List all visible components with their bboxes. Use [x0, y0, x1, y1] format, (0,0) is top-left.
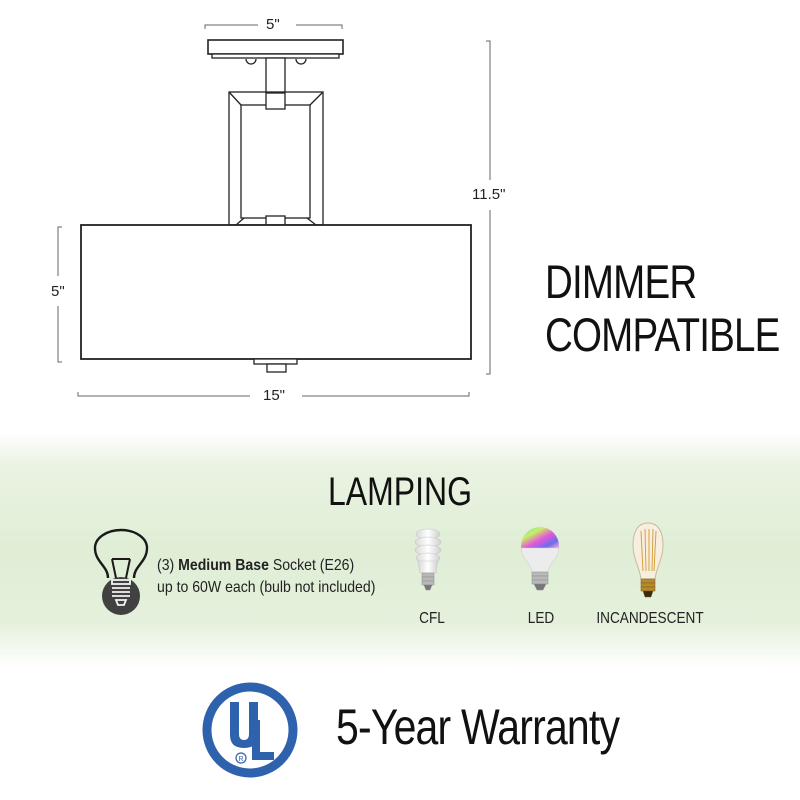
ul-certification-logo-icon: R	[202, 682, 298, 778]
dimension-lines	[57, 24, 491, 397]
wattage-note: up to 60W each (bulb not included)	[157, 579, 376, 596]
socket-count: (3)	[157, 557, 175, 574]
warranty-label: 5-Year Warranty	[336, 699, 620, 755]
fixture-drawing	[80, 39, 472, 373]
lamping-section-background	[0, 432, 800, 668]
shade-width-label: 15"	[263, 387, 286, 404]
lightbulb-outline-icon	[93, 528, 149, 615]
led-bulb-icon	[520, 527, 560, 591]
shade-height-label: 5"	[51, 283, 65, 300]
cfl-bulb-icon	[414, 528, 442, 591]
socket-base-type: Medium Base	[178, 557, 269, 574]
fixture-dimension-diagram	[57, 24, 491, 397]
bulb-label-led: LED	[527, 610, 555, 627]
bulb-label-cfl: CFL	[419, 610, 445, 627]
dimmer-line-1: DIMMER	[545, 255, 697, 308]
socket-spec: (3) Medium Base Socket (E26)	[157, 557, 354, 575]
incandescent-bulb-icon	[632, 522, 664, 598]
bulb-label-incandescent: INCANDESCENT	[596, 610, 704, 627]
overall-height-label: 11.5"	[472, 186, 506, 203]
lamping-heading: LAMPING	[0, 470, 800, 515]
canopy-width-label: 5"	[266, 16, 280, 33]
socket-type: Socket (E26)	[272, 557, 355, 574]
dimmer-compatible-label: DIMMER COMPATIBLE	[545, 255, 780, 361]
lamping-heading-text: LAMPING	[327, 470, 473, 514]
dimmer-line-2: COMPATIBLE	[545, 308, 780, 361]
registered-mark: R	[238, 756, 243, 763]
